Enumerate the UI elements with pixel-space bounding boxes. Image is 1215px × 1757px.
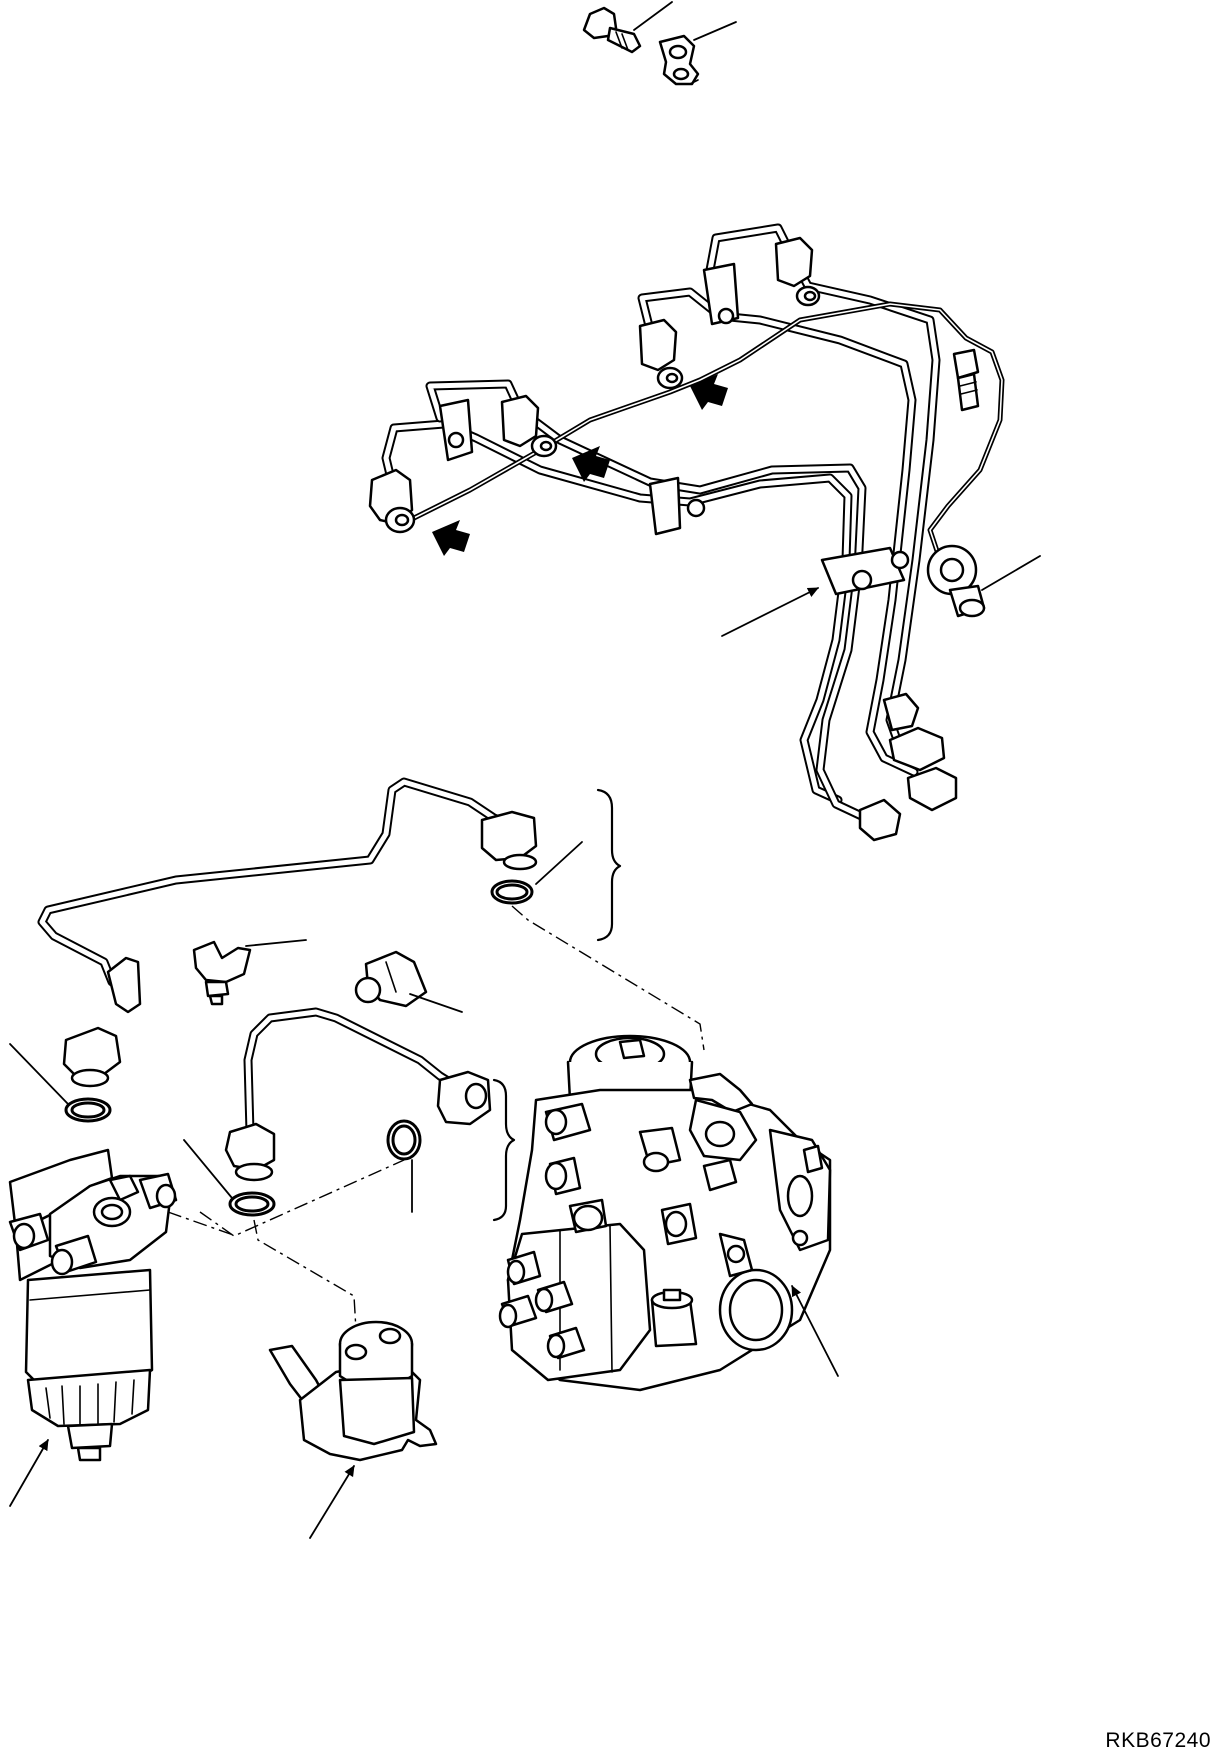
- gasket-filter-inlet: [228, 1191, 276, 1217]
- gasket-upper-pump-inner: [495, 883, 529, 901]
- leader-gasket-upper: [535, 841, 583, 885]
- pipe-clip-with-bolt: [192, 939, 307, 1006]
- fuel-filter: [8, 1148, 178, 1462]
- gasket-filter-outlet: [64, 1097, 112, 1123]
- assembly-guide-lines: [167, 905, 705, 1331]
- leader-gasket-filter: [9, 1043, 69, 1105]
- gasket-lower-pump-inner: [391, 1124, 417, 1156]
- gasket-upper-pump: [490, 879, 534, 905]
- leader-injection-pump: [791, 1285, 839, 1377]
- leader-fuel-filter: [9, 1439, 49, 1507]
- brace-lower-pipe: [492, 1078, 516, 1222]
- gasket-filter-outlet-inner: [70, 1101, 106, 1119]
- pipe-clip: [354, 950, 463, 1013]
- fuel-pipe-feed-pump-to-filter: [224, 1007, 492, 1182]
- fuel-pipe-filter-to-pump: [37, 777, 538, 1088]
- banjo-fitting: [658, 21, 737, 86]
- fuel-injection-pump: [498, 1034, 832, 1392]
- gasket-lower-pump: [386, 1119, 422, 1161]
- banjo-bolt: [582, 1, 673, 54]
- leader-gasket-filter-inlet: [183, 1139, 233, 1199]
- gasket-filter-inlet-inner: [234, 1195, 270, 1213]
- feed-pump: [268, 1320, 438, 1462]
- injection-pipes-assembly: [368, 223, 1041, 842]
- leader-feed-pump: [309, 1465, 355, 1539]
- brace-upper-pipe: [596, 788, 622, 942]
- drawing-reference-code: RKB67240: [1105, 1729, 1211, 1752]
